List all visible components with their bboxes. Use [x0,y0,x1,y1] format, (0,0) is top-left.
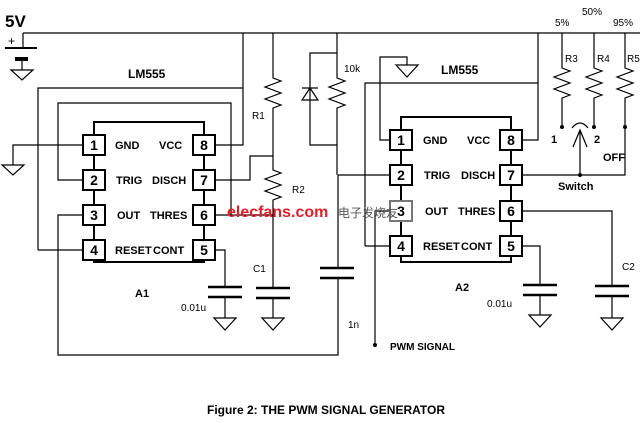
a1-pins-5-label: 6 [200,207,208,223]
switch-label: Switch [558,181,594,193]
a1-pins-6-label: 7 [200,172,208,188]
a1-chip: 1 2 3 4 5 6 7 8 GND VCC TRIG DISCH OUT T… [82,67,216,300]
components-c2-label: C2 [622,262,635,273]
components-r5-label: R5 [627,54,640,65]
power-supply: 5V + [5,12,640,81]
a2-labels-disch-label: DISCH [461,170,495,182]
pwm-output-terminal [373,343,377,347]
plus-sign: + [8,34,15,48]
a2-chip-name: LM555 [441,63,479,77]
supply-voltage-label: 5V [5,12,26,31]
watermark: elecfans.com 电子发烧友 [227,204,398,221]
a2-labels-out-label: OUT [425,206,449,218]
a1-chip-name: LM555 [128,67,166,81]
duty-50: 50% [582,7,602,18]
a1-labels-vcc-label: VCC [159,140,182,152]
components-r4-label: R4 [597,54,610,65]
a2-pins-3-label: 4 [397,238,405,254]
a1-labels-out-label: OUT [117,210,141,222]
duty-95: 95% [613,18,633,29]
components-cap_1n-label: 1n [348,320,359,331]
a2-label: A2 [455,282,469,294]
duty-5: 5% [555,18,570,29]
switch-wiper-icon [571,122,589,175]
a1-labels-reset-label: RESET [115,245,152,257]
a1-wiring [0,33,390,356]
components-r_10k-label: 10k [344,64,361,75]
a2-labels-cont-label: CONT [461,241,492,253]
a1-pins-3-label: 4 [90,242,98,258]
components-r2-label: R2 [292,185,305,196]
switch-position-off: OFF [603,152,625,164]
components-r3-label: R3 [565,54,578,65]
r1-r2-resistors [263,33,283,288]
a1-pins-1-label: 2 [90,172,98,188]
a2-pins-2-label: 3 [397,203,405,219]
components-c1-label: C1 [253,264,266,275]
pwm-signal-label: PWM SIGNAL [390,342,455,353]
a2-pins-7-label: 8 [507,132,515,148]
a1-pins-0-label: 1 [90,137,98,153]
watermark-cn: 电子发烧友 [338,205,398,220]
a2-labels-vcc-label: VCC [467,135,490,147]
diode-icon [300,86,320,101]
switch-position-2: 2 [594,134,600,146]
switch-position-1: 1 [551,134,557,146]
ground-icon [379,56,420,141]
a1-labels-gnd-label: GND [115,140,140,152]
components-cap_a1-label: 0.01u [181,303,206,314]
a1-labels-disch-label: DISCH [152,175,186,187]
a2-pins-1-label: 2 [397,167,405,183]
ground-icon [212,297,238,331]
ground-icon [9,59,35,81]
a2-pins-0-label: 1 [397,132,405,148]
a2-wiring [364,33,635,347]
a2-chip: 1 2 3 4 5 6 7 8 GND VCC TRIG DISCH OUT T… [389,63,523,294]
a2-labels-trig-label: TRIG [424,170,450,182]
component-labels: R1 R2 C1 0.01u 1n 10k R3 R4 R5 C2 0.01u … [181,7,640,353]
watermark-text: elecfans.com [227,204,328,221]
a1-label: A1 [135,288,149,300]
a1-labels-cont-label: CONT [153,245,184,257]
a1-pins-7-label: 8 [200,137,208,153]
ground-icon [260,298,286,331]
a1-pins-4-label: 5 [200,242,208,258]
a2-labels-thres-label: THRES [458,206,495,218]
a2-labels-reset-label: RESET [423,241,460,253]
figure-caption: Figure 2: THE PWM SIGNAL GENERATOR [207,403,445,417]
a2-pins-4-label: 5 [507,238,515,254]
ground-icon [0,144,83,176]
a2-pins-5-label: 6 [507,203,515,219]
a1-pins-2-label: 3 [90,207,98,223]
a2-labels-gnd-label: GND [423,135,448,147]
a1-labels-trig-label: TRIG [116,175,142,187]
a1-labels-thres-label: THRES [150,210,187,222]
components-r1-label: R1 [252,111,265,122]
components-cap_a2-label: 0.01u [487,299,512,310]
a2-pins-6-label: 7 [507,167,515,183]
